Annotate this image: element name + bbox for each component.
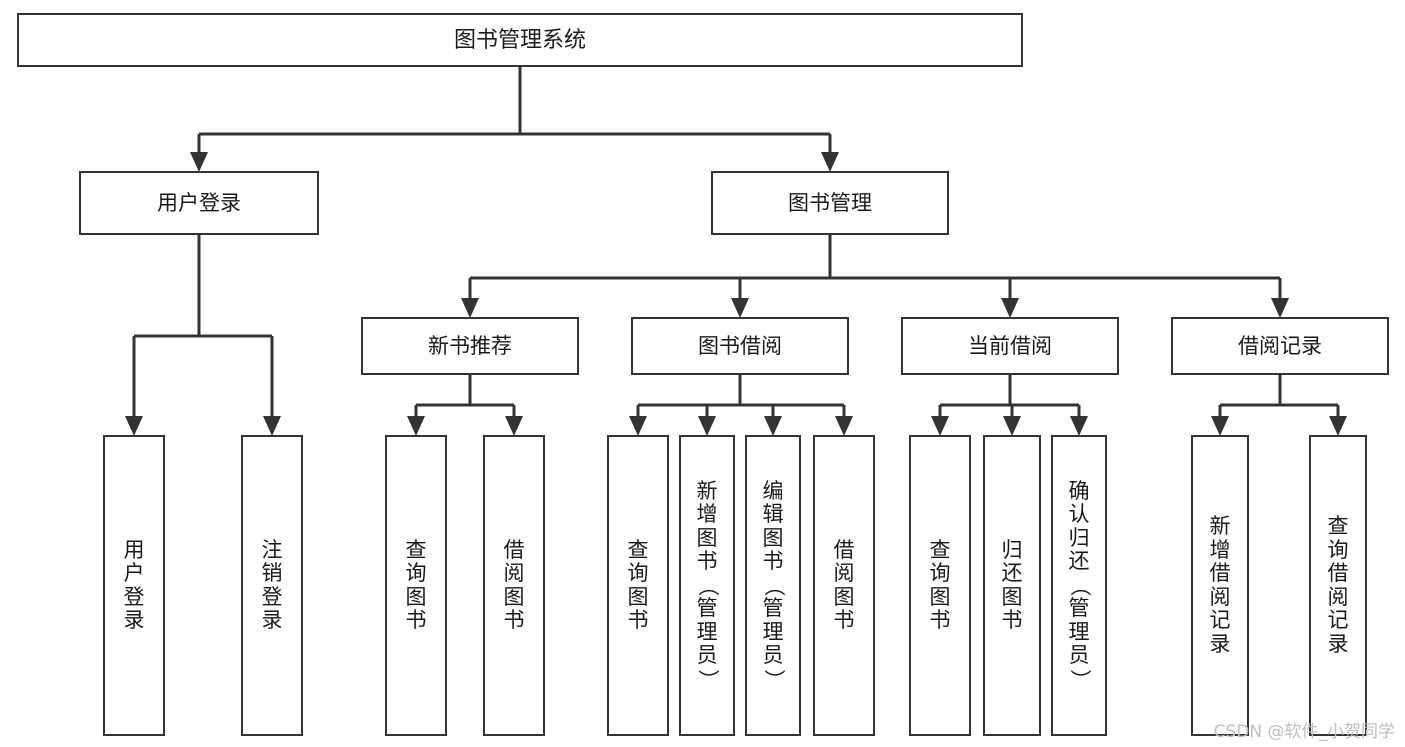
leaf-box-leaf-borrow-book-rec[interactable] [482, 434, 546, 737]
conn-root-to-level2-arrow-book-manage [821, 152, 839, 172]
leaf-box-leaf-query-record[interactable] [1308, 434, 1368, 737]
watermark-text: CSDN @软件_小贺同学 [1213, 722, 1395, 742]
conn-newbook-to-leaves-arrow-leaf-borrow-book-rec [505, 416, 523, 436]
conn-borrowrecord-to-leaves-arrow-leaf-add-record [1211, 416, 1229, 436]
root-label-root: 图书管理系统 [454, 28, 586, 53]
leaf-box-leaf-add-record[interactable] [1190, 434, 1250, 737]
level3-label-borrow-record: 借阅记录 [1238, 334, 1322, 358]
conn-bookborrow-to-leaves-arrow-leaf-add-book [698, 416, 716, 436]
level3-box-borrow-record[interactable] [1170, 316, 1390, 376]
conn-currentborrow-to-leaves-arrow-leaf-query-book-cur [931, 416, 949, 436]
connector-layer [125, 66, 1347, 436]
leaf-box-leaf-add-book[interactable] [678, 434, 736, 737]
conn-currentborrow-to-leaves-arrow-leaf-return-book [1003, 416, 1021, 436]
conn-bookborrow-to-leaves-arrow-leaf-edit-book [764, 416, 782, 436]
leaf-box-leaf-query-book-rec[interactable] [384, 434, 448, 737]
leaf-box-leaf-logout[interactable] [240, 434, 304, 737]
conn-bookmanage-to-level3-arrow-borrow-record [1271, 298, 1289, 318]
leaf-box-leaf-query-book-borrow[interactable] [606, 434, 670, 737]
level2-box-book-manage[interactable] [710, 170, 950, 236]
leaf-box-leaf-borrow-book[interactable] [812, 434, 876, 737]
conn-root-to-level2-arrow-user-login [190, 152, 208, 172]
level3-label-current-borrow: 当前借阅 [968, 334, 1052, 358]
conn-newbook-to-leaves-arrow-leaf-query-book-rec [407, 416, 425, 436]
level3-box-book-borrow[interactable] [630, 316, 850, 376]
leaf-box-leaf-return-book[interactable] [982, 434, 1042, 737]
level3-box-current-borrow[interactable] [900, 316, 1120, 376]
level3-label-new-book-rec: 新书推荐 [428, 334, 512, 358]
root-box-root[interactable] [16, 12, 1024, 68]
conn-userlogin-to-leaves-arrow-leaf-user-login [125, 416, 143, 436]
leaf-box-leaf-query-book-cur[interactable] [908, 434, 972, 737]
conn-bookborrow-to-leaves-arrow-leaf-borrow-book [835, 416, 853, 436]
conn-borrowrecord-to-leaves-arrow-leaf-query-record [1329, 416, 1347, 436]
level2-label-book-manage: 图书管理 [788, 191, 872, 215]
level2-label-user-login: 用户登录 [157, 191, 241, 215]
conn-userlogin-to-leaves-arrow-leaf-logout [263, 416, 281, 436]
node-box-layer [16, 12, 1390, 737]
conn-bookborrow-to-leaves-arrow-leaf-query-book-borrow [629, 416, 647, 436]
leaf-box-leaf-edit-book[interactable] [744, 434, 802, 737]
level3-label-book-borrow: 图书借阅 [698, 334, 782, 358]
conn-bookmanage-to-level3-arrow-new-book-rec [461, 298, 479, 318]
leaf-box-leaf-confirm-return[interactable] [1050, 434, 1108, 737]
conn-bookmanage-to-level3-arrow-current-borrow [1001, 298, 1019, 318]
conn-bookmanage-to-level3-arrow-book-borrow [731, 298, 749, 318]
conn-currentborrow-to-leaves-arrow-leaf-confirm-return [1070, 416, 1088, 436]
level2-box-user-login[interactable] [78, 170, 320, 236]
level3-box-new-book-rec[interactable] [360, 316, 580, 376]
leaf-box-leaf-user-login[interactable] [102, 434, 166, 737]
